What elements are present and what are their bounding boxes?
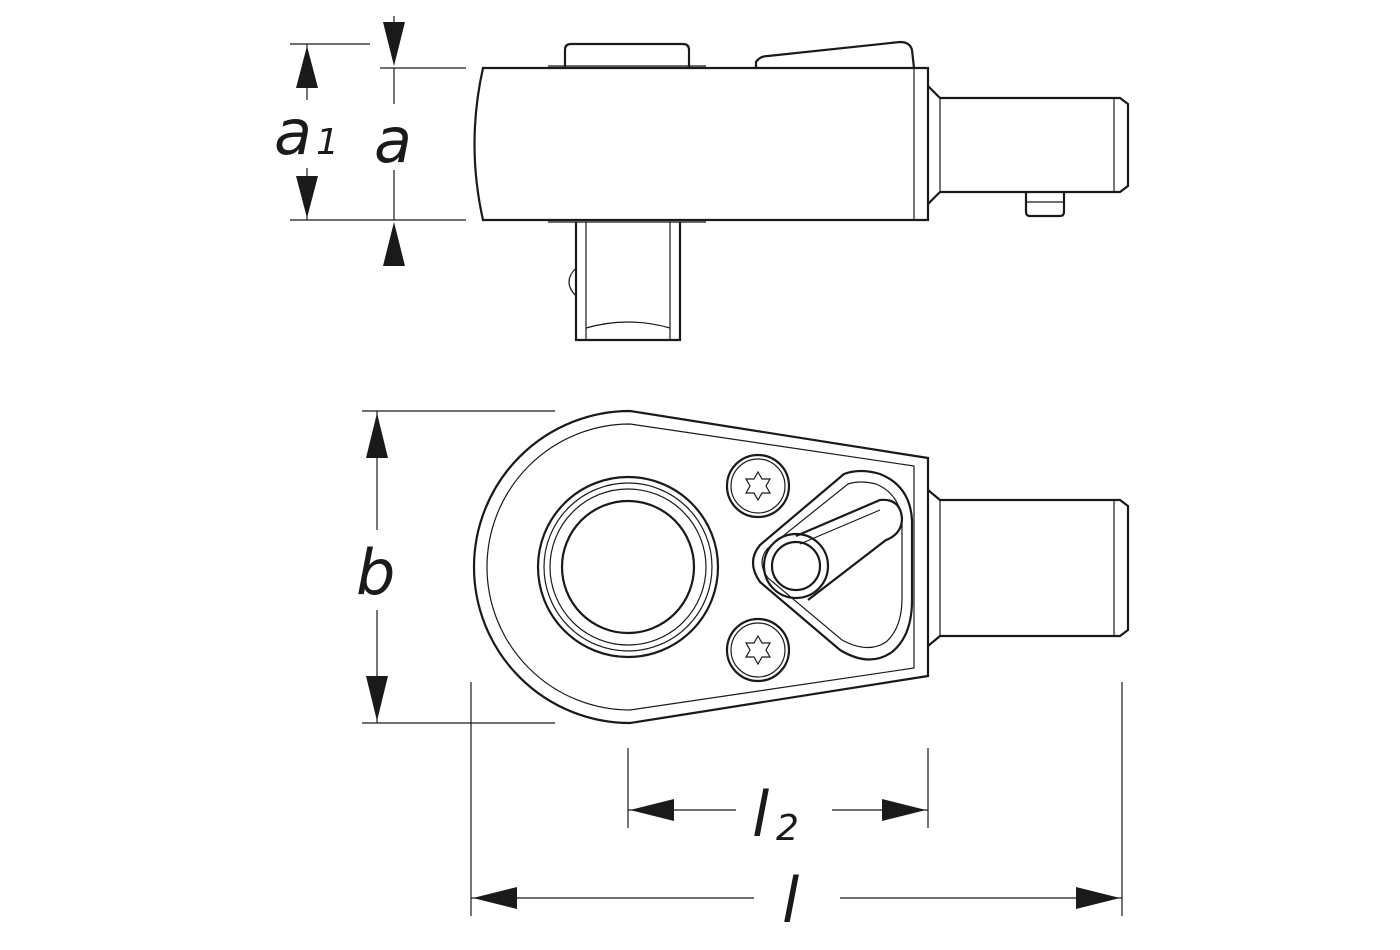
top-knob [563, 42, 691, 68]
dim-l: l [470, 682, 1123, 937]
label-l: l [782, 864, 799, 937]
label-a: a [374, 104, 412, 177]
arrow-down [296, 176, 318, 218]
label-l2: l [752, 778, 769, 851]
dim-l2: l 2 [627, 748, 929, 851]
label-b: b [356, 536, 395, 609]
side-pin [1024, 192, 1066, 218]
arrow-down [366, 676, 388, 721]
dim-a1: a 1 [270, 43, 466, 221]
arrow-down [383, 22, 405, 66]
arrow-up [296, 46, 318, 88]
side-view [473, 40, 1130, 342]
label-a1-sub: 1 [316, 122, 339, 163]
label-l2-sub: 2 [776, 808, 799, 849]
direction-lever [751, 469, 914, 661]
arrow-up [383, 222, 405, 266]
plan-view [472, 409, 1130, 725]
top-lever [754, 40, 916, 69]
arrow-left [630, 799, 674, 821]
arrow-right [1076, 887, 1120, 909]
side-body [473, 66, 930, 222]
side-tang [927, 85, 1130, 205]
arrow-right [882, 799, 926, 821]
plan-tang [927, 489, 1130, 647]
side-square-drive [574, 222, 682, 342]
arrow-up [366, 413, 388, 458]
socket-outer-ring [536, 475, 720, 659]
screw-icon [725, 453, 791, 519]
socket-bore [560, 499, 696, 635]
label-a1: a [274, 96, 312, 169]
dim-a: a [370, 16, 466, 266]
dim-b: b [352, 410, 555, 724]
plan-outline [472, 409, 930, 725]
arrow-left [473, 887, 517, 909]
screw-icon [725, 617, 791, 683]
